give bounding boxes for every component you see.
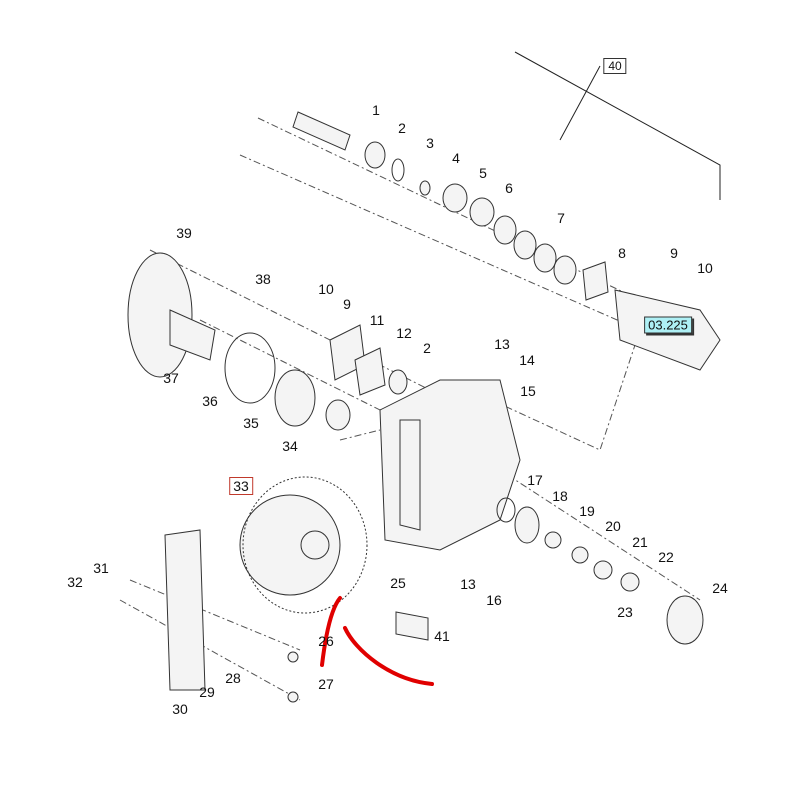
shaft-part: [292, 111, 351, 151]
callout-6[interactable]: 6: [505, 180, 513, 196]
callout-11[interactable]: 11: [369, 312, 385, 328]
callout-29[interactable]: 29: [199, 684, 215, 700]
callout-10[interactable]: 10: [318, 281, 334, 297]
callout-22[interactable]: 22: [658, 549, 674, 565]
callout-30[interactable]: 30: [172, 701, 188, 717]
callout-16[interactable]: 16: [486, 592, 502, 608]
callout-27[interactable]: 27: [318, 676, 334, 692]
bearing-part: [364, 141, 386, 169]
callout-40[interactable]: 40: [603, 58, 627, 74]
callout-23[interactable]: 23: [617, 604, 633, 620]
callout-36[interactable]: 36: [202, 393, 218, 409]
callout-17[interactable]: 17: [527, 472, 543, 488]
callout-2[interactable]: 2: [398, 120, 406, 136]
red-arrow-annotation: [320, 596, 434, 686]
callout-41[interactable]: 41: [434, 628, 450, 644]
callout-8[interactable]: 8: [618, 245, 626, 261]
callout-9[interactable]: 9: [343, 296, 351, 312]
callout-20[interactable]: 20: [605, 518, 621, 534]
callout-28[interactable]: 28: [225, 670, 241, 686]
callout-7[interactable]: 7: [557, 210, 565, 226]
callout-25[interactable]: 25: [390, 575, 406, 591]
callout-12[interactable]: 12: [396, 325, 412, 341]
assembly-axis-line: [129, 579, 301, 651]
callout-14[interactable]: 14: [519, 352, 535, 368]
decal-part: [395, 611, 429, 641]
callout-34[interactable]: 34: [282, 438, 298, 454]
callout-35[interactable]: 35: [243, 415, 259, 431]
callout-37[interactable]: 37: [163, 370, 179, 386]
callout-21[interactable]: 21: [632, 534, 648, 550]
assembly-axis-line: [239, 154, 641, 451]
callout-19[interactable]: 19: [579, 503, 595, 519]
callout-31[interactable]: 31: [93, 560, 109, 576]
callout-2[interactable]: 2: [423, 340, 431, 356]
callout-32[interactable]: 32: [67, 574, 83, 590]
callout-5[interactable]: 5: [479, 165, 487, 181]
callout-10[interactable]: 10: [697, 260, 713, 276]
reference-link-badge[interactable]: 03.225: [644, 316, 692, 334]
callout-26[interactable]: 26: [318, 633, 334, 649]
callout-24[interactable]: 24: [712, 580, 728, 596]
callout-39[interactable]: 39: [176, 225, 192, 241]
callout-18[interactable]: 18: [552, 488, 568, 504]
callout-13[interactable]: 13: [494, 336, 510, 352]
callout-4[interactable]: 4: [452, 150, 460, 166]
housing-part: [379, 379, 521, 551]
callout-9[interactable]: 9: [670, 245, 678, 261]
callout-1[interactable]: 1: [372, 102, 380, 118]
callout-13[interactable]: 13: [460, 576, 476, 592]
assembly-axis-line: [339, 429, 381, 441]
callout-3[interactable]: 3: [426, 135, 434, 151]
cover-part: [164, 529, 206, 691]
assembly-axis-line: [119, 599, 301, 701]
callout-38[interactable]: 38: [255, 271, 271, 287]
gear-part: [239, 494, 341, 596]
callout-15[interactable]: 15: [520, 383, 536, 399]
group-bracket: [514, 51, 721, 200]
callout-33[interactable]: 33: [229, 477, 253, 495]
